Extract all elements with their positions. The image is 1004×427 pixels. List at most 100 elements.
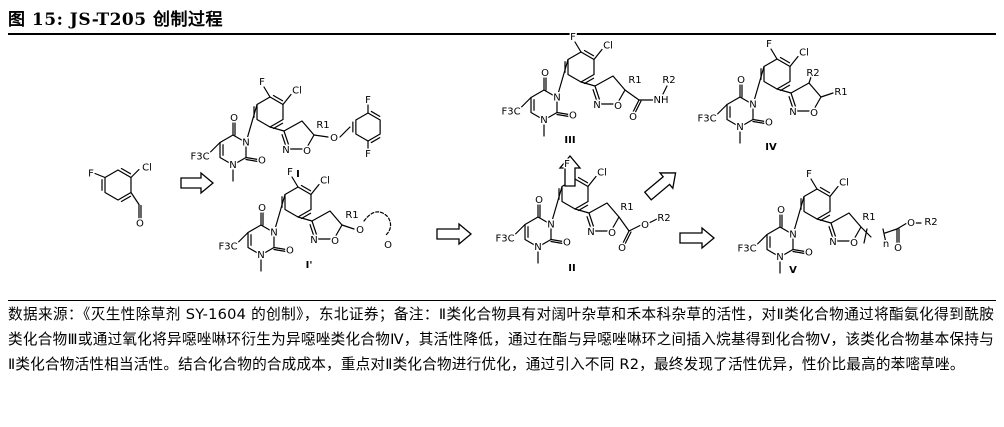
source-note: 数据来源：《灭生性除草剂 SY-1604 的创制》，东北证券；备注：Ⅱ类化合物具… [8,306,994,373]
atom-r2: R2 [806,68,819,79]
bond [514,223,526,236]
double-bond [556,113,570,118]
atom-n-subscript: n [883,239,889,250]
bond [884,228,898,234]
bond [896,222,908,230]
atom-cf3: F3C [218,242,237,253]
double-bond [819,186,831,194]
bond [820,92,834,98]
atom-o: O [614,101,622,112]
bond [628,224,642,232]
atom-f: F [287,167,293,178]
bond [310,183,320,196]
bond [209,141,221,154]
double-bond [819,214,831,222]
atom-o: O [810,108,818,119]
double-bond [634,100,642,114]
bond [237,231,249,244]
phenyl-ring [256,96,284,128]
atom-o: O [569,111,577,122]
atom-n: N [540,115,547,126]
atom-n: N [282,145,289,156]
bond [556,111,570,116]
double-bond [577,176,589,184]
bond [363,211,392,236]
double-bond [120,167,132,175]
reaction-arrow [679,226,716,250]
atom-o: O [641,220,649,231]
atom-n: N [749,100,756,111]
bond [297,216,313,222]
atom-cl: Cl [603,41,613,52]
atom-n: N [257,250,264,261]
atom-cl: Cl [839,178,849,189]
bond [770,48,778,60]
title-rule [8,33,996,35]
double-bond [583,49,595,57]
atom-f: F [259,77,265,88]
bond [273,246,287,251]
phenyl-ring [284,186,312,218]
bond [752,118,766,123]
bond [580,81,596,87]
reaction-arrow-diagonal [643,172,677,201]
bond [339,126,351,138]
bond [520,96,532,109]
phenyl-ring [803,188,831,220]
atom-o: O [258,203,266,214]
double-bond [272,94,284,102]
compound-iv-label: IV [765,142,777,153]
atom-cf3: F3C [495,234,514,245]
atom-f: F [806,169,812,180]
double-bond [577,204,589,212]
bond [752,65,765,106]
bond [269,126,285,132]
atom-o: O [765,118,773,129]
atom-cl: Cl [320,176,330,187]
bond [550,238,564,243]
atom-r1: R1 [316,120,329,131]
double-bond [788,96,794,110]
atom-o: O [331,236,339,247]
double-bond [300,212,312,220]
bond [624,89,640,101]
bond [550,185,563,226]
isoxazoline-ring [790,82,822,112]
atom-n: N [553,93,560,104]
atom-o: O [535,195,543,206]
atom-f: F [570,32,576,43]
double-bond [828,226,834,240]
compound-v-label: V [789,265,797,276]
isoxazoline-ring [830,212,862,242]
compound-iii-label: III [564,135,575,146]
atom-cf3: F3C [190,152,209,163]
atom-n: N [587,227,594,238]
double-bond [752,120,766,125]
double-bond [592,89,598,103]
bond [776,88,792,94]
atom-r2: R2 [662,75,675,86]
bond [792,248,806,253]
atom-n: N [736,122,743,133]
atom-cl: Cl [292,86,302,97]
bond [829,185,839,198]
bond [282,93,292,106]
compound-ii-label: II [568,263,575,274]
double-bond [273,248,287,253]
bond [556,58,569,99]
bond [756,233,768,246]
double-bond [624,231,632,245]
atom-o: O [777,205,785,216]
double-bond [245,158,259,163]
atom-n: N [229,160,236,171]
atom-nh: NH [654,95,669,106]
atom-o: O [737,75,745,86]
atom-o: O [286,246,294,257]
atom-o: O [303,146,311,157]
double-bond [550,240,564,245]
bond [810,178,818,190]
atom-n: N [242,138,249,149]
bond [574,41,582,53]
bond [622,230,630,244]
